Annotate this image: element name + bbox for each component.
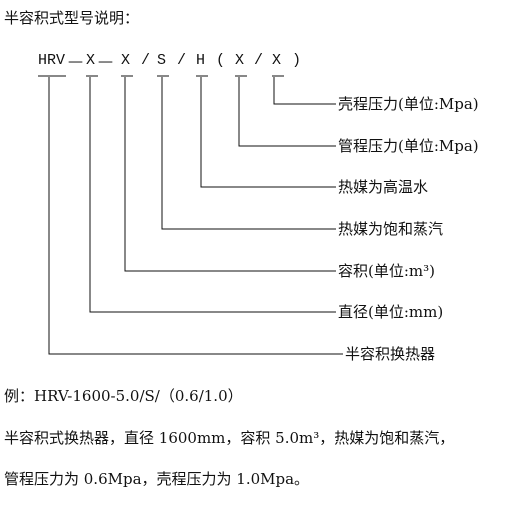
leader-shell-pressure xyxy=(273,77,336,105)
label-heat-exchanger-type: 半容积换热器 xyxy=(345,345,436,363)
code-x-tube-pressure: X xyxy=(235,52,245,69)
leader-hot-water xyxy=(200,77,336,188)
example-line-2: 半容积式换热器，直径 1600mm，容积 5.0m³，热媒为饱和蒸汽， xyxy=(4,429,455,447)
code-x-diameter: X xyxy=(86,52,96,69)
code-rparen: ) xyxy=(292,52,302,69)
leader-volume xyxy=(124,77,336,272)
page-title: 半容积式型号说明： xyxy=(4,9,140,27)
leader-steam xyxy=(161,77,336,230)
label-hot-water: 热媒为高温水 xyxy=(338,178,429,196)
code-slash-2: / xyxy=(177,52,187,69)
label-shell-pressure: 壳程压力(单位:Mpa) xyxy=(338,95,479,113)
example-line-1: 例：HRV-1600-5.0/S/（0.6/1.0） xyxy=(4,387,243,405)
code-prefix: HRV xyxy=(38,52,66,69)
code-x-shell-pressure: X xyxy=(272,52,282,69)
label-saturated-steam: 热媒为饱和蒸汽 xyxy=(338,220,444,238)
label-volume: 容积(单位:m³) xyxy=(338,262,435,280)
code-s: S xyxy=(157,52,167,69)
code-dash-2: — xyxy=(98,52,113,70)
code-h: H xyxy=(196,52,206,69)
code-slash-1: / xyxy=(141,52,151,69)
label-diameter: 直径(单位:mm) xyxy=(338,303,444,321)
code-slash-3: / xyxy=(254,52,264,69)
code-dash-1: — xyxy=(68,52,83,70)
code-x-volume: X xyxy=(121,52,131,69)
leader-diameter xyxy=(89,77,336,313)
leader-type xyxy=(48,77,343,355)
leader-tube-pressure xyxy=(238,77,336,147)
example-line-3: 管程压力为 0.6Mpa，壳程压力为 1.0Mpa。 xyxy=(4,470,310,488)
code-lparen: ( xyxy=(216,52,226,69)
label-tube-pressure: 管程压力(单位:Mpa) xyxy=(338,137,479,155)
